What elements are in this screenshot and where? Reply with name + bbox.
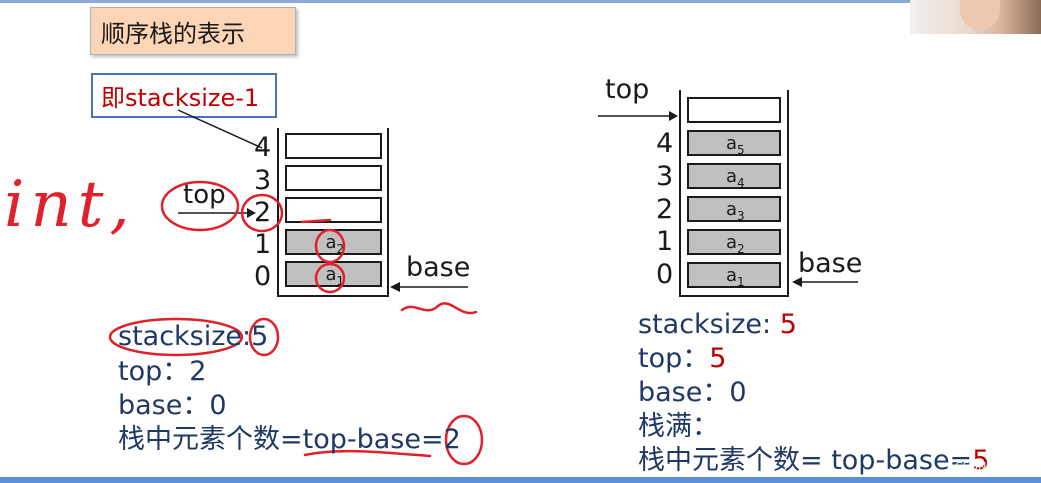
left-stack-container [277, 128, 389, 297]
right-count-line: 栈中元素个数= top-base=5 [638, 444, 989, 478]
circle-top-label [160, 180, 240, 232]
left-count-line: 栈中元素个数=top-base=2 [118, 423, 461, 457]
right-stacksize-value: 5 [779, 309, 797, 340]
right-stack-cell-subscript: 5 [737, 143, 745, 157]
left-stack-cell [285, 261, 382, 287]
right-top-line: top：5 [638, 342, 726, 376]
left-top-arrowhead [247, 208, 256, 218]
right-stack-cell [687, 97, 781, 123]
circle-index-2 [240, 193, 284, 233]
right-index-0: 0 [656, 259, 674, 290]
circle-a2 [314, 228, 346, 264]
left-index-4: 4 [254, 132, 272, 163]
left-index-0: 0 [254, 261, 272, 292]
right-top-arrowhead [669, 111, 678, 121]
right-count-value: 5 [972, 445, 990, 476]
note-callout: 即stacksize-1 [91, 73, 277, 118]
right-stacksize-line: stacksize: 5 [638, 308, 797, 342]
right-full-line: 栈满： [638, 411, 719, 442]
right-base-arrowhead [792, 277, 802, 287]
left-stack-cell-subscript: 2 [337, 242, 345, 256]
left-base-line: base：0 [118, 390, 227, 421]
bottom-border-line [0, 477, 1041, 483]
note-pointer-line [177, 109, 263, 149]
right-index-4: 4 [656, 128, 674, 159]
right-stack-cell-subscript: 1 [737, 275, 745, 289]
right-base-label: base [798, 248, 863, 279]
right-top-value: 5 [709, 343, 727, 374]
left-stack-cell [285, 197, 382, 223]
right-base-line: base：0 [638, 377, 747, 408]
left-index-3: 3 [254, 165, 272, 196]
watermark: CSDN @肝果 [955, 460, 1023, 473]
circle-count-value [444, 414, 484, 466]
left-index-1: 1 [254, 229, 272, 260]
slide-title: 顺序栈的表示 [90, 7, 296, 55]
left-stacksize-label: stacksize: [118, 321, 252, 352]
right-stack-cell [687, 262, 781, 288]
left-stacksize-line: stacksize:5 [118, 320, 268, 354]
right-stack-cell [687, 229, 781, 255]
right-stack-cell-subscript: 3 [737, 209, 745, 223]
left-base-label: base [406, 252, 471, 283]
right-index-3: 3 [656, 161, 674, 192]
red-annotations [108, 180, 484, 466]
circle-stacksize [108, 317, 244, 357]
right-stack-cell-subscript: 2 [737, 242, 745, 256]
right-stack-cell [687, 130, 781, 156]
handwriting-int: int, [4, 168, 136, 242]
left-count-label: 栈中元素个数=top-base= [118, 424, 444, 455]
left-base-arrowhead [390, 282, 400, 292]
top-border-line [0, 0, 1041, 3]
underline-top-base [303, 449, 432, 458]
left-stack-cell [285, 165, 382, 191]
mark-near-cell [300, 218, 332, 224]
circle-a1 [314, 262, 346, 294]
left-top-line: top：2 [118, 356, 207, 387]
left-stack-cell [285, 229, 382, 255]
left-top-label: top [183, 180, 226, 210]
left-stacksize-value: 5 [251, 321, 269, 352]
right-stack-cell [687, 163, 781, 189]
right-stack-container [679, 90, 789, 297]
circle-stacksize-value [248, 317, 280, 357]
squiggle-under-base [400, 302, 478, 315]
right-index-1: 1 [656, 226, 674, 257]
left-stack-cell [285, 133, 382, 159]
left-stack-cell-subscript: 1 [337, 274, 345, 288]
right-top-info-label: top： [638, 343, 710, 374]
left-index-2: 2 [254, 197, 272, 228]
left-count-value: 2 [443, 424, 461, 455]
right-count-label: 栈中元素个数= top-base= [638, 445, 973, 476]
right-stack-cell [687, 196, 781, 222]
right-index-2: 2 [656, 194, 674, 225]
right-stacksize-label: stacksize: [638, 309, 780, 340]
right-stack-cell-subscript: 4 [737, 176, 745, 190]
right-top-label: top [605, 74, 650, 105]
